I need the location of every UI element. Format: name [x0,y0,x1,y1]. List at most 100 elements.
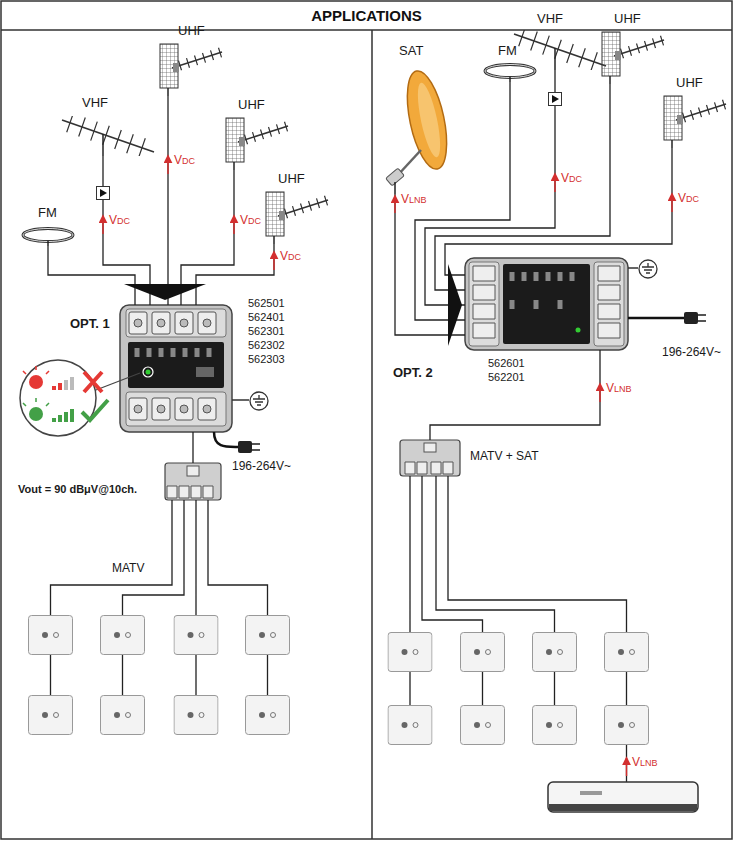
receiver [548,782,698,812]
cable [430,350,600,440]
wall-outlets [533,633,577,672]
antenna-drawings [664,96,726,148]
wall-outlets [29,616,649,745]
receiver [549,804,697,811]
antenna-label: UHF [178,24,205,39]
splitters [424,443,436,452]
output-level: Vout = 90 dBμV@10ch. [18,483,137,496]
antenna-node: UHF [224,98,292,170]
splitters [405,462,453,474]
splitter-node: MATV + SAT [400,440,460,476]
receiver [580,791,602,795]
supply-voltage: VDC [174,154,195,168]
ground-and-power [252,315,706,450]
supply-voltage: VDC [561,172,582,186]
amplifier-housing-1 [120,305,232,432]
wall-outlets [29,696,73,735]
splitters [165,440,460,500]
input-wedges [124,264,462,346]
led-callout [82,400,108,420]
splitters [187,466,199,476]
supply-voltage: VLNB [401,193,427,207]
amplifier-housing-1 [196,367,214,377]
antenna-label: VHF [82,96,108,111]
antenna-node: UHF [662,76,730,148]
antenna-drawings [485,65,535,83]
cable [167,96,168,305]
antenna-drawings [62,113,154,157]
amplifier-node: OPT. 1562501 562401 562301 562302 562303 [120,305,232,432]
wall-outlets [605,706,649,745]
power-arrows [554,174,556,192]
note-label: MATV + SAT [470,450,539,464]
antenna-label: UHF [238,98,265,113]
led-callout [96,373,140,390]
amplifier-housing-1 [120,305,232,432]
antenna-label: VHF [537,12,563,27]
power-arrows [103,156,672,776]
outlet-wiring [51,476,627,782]
cable [196,244,274,305]
cable [103,156,150,305]
amplifier-housing-1 [137,348,209,357]
supply-voltage: VLNB [632,756,658,770]
option-label: OPT. 1 [70,317,110,332]
power-arrows [167,156,169,174]
supply-voltage: VDC [280,250,301,264]
led-callout [64,377,74,390]
model-numbers: 562601 562201 [488,356,534,384]
amplifier-housing-2 [465,258,628,350]
cable [192,432,193,463]
amplifier-housing-1 [175,312,193,334]
antenna-node: FM [20,206,76,246]
amplifier-housing-1 [128,342,224,388]
amplifier-housing-1 [175,398,193,420]
amplifier-housing-2 [503,264,590,344]
antenna-label: FM [498,44,517,59]
antenna-drawings [160,44,222,96]
cable [445,148,672,275]
wall-outlets [29,616,73,655]
led-callout [20,360,140,436]
led-callout [52,383,62,390]
antenna-label: SAT [399,44,423,59]
wall-outlets [174,696,218,735]
cable [415,82,510,320]
wall-outlets [605,633,649,672]
led-callout [20,360,96,436]
amplifier-housing-1 [198,312,216,334]
amplifier-housing-2 [465,258,628,350]
power-arrows [599,384,601,402]
amplifier-housing-1 [152,398,170,420]
outlet-wiring [410,476,627,782]
note-label: 196-264V~ [232,460,291,474]
antenna-node: UHF [600,12,668,84]
power-arrows [273,252,275,270]
splitter-node: MATV [165,463,221,500]
led-callout [84,372,102,392]
supply-voltage: VLNB [606,382,632,396]
ground-and-power [214,260,706,453]
amplifier-housing-1 [126,309,226,337]
inline-amplifiers [97,93,562,200]
splitters [165,463,221,500]
wall-outlets [388,706,432,745]
wall-outlets [388,633,432,672]
ground-and-power [639,260,657,278]
ground-and-power [238,441,252,453]
antenna-drawings [602,32,664,84]
splitters [167,486,213,498]
amplifier-housing-1 [198,398,216,420]
led-callout [23,366,49,374]
antenna-node: VHF [60,96,156,156]
wall-outlets [461,633,505,672]
power-arrows [233,216,235,234]
inline-amplifiers [97,187,110,200]
cable [435,84,610,290]
